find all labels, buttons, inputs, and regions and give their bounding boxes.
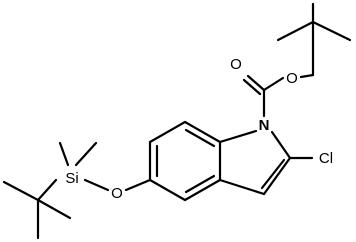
bond (218, 129, 258, 144)
bond (276, 20, 315, 42)
bond (246, 74, 266, 92)
atom-label-layer: O O N Cl O Si (65, 56, 333, 202)
bond (218, 178, 266, 196)
bond (83, 178, 110, 192)
bond (2, 180, 40, 202)
atom-label-nitrogen: N (259, 117, 270, 134)
bond (58, 141, 70, 167)
bond (262, 156, 292, 196)
bond (311, 20, 352, 42)
bond (124, 178, 152, 192)
atom-label-oxygen-silyl-ether: O (111, 185, 123, 202)
atom-label-silicon: Si (65, 170, 78, 187)
bond (184, 174, 216, 194)
bond (36, 198, 72, 220)
bond (270, 130, 292, 160)
bond (74, 141, 98, 167)
bond (183, 178, 222, 202)
atom-label-oxygen-carbonyl: O (230, 56, 242, 73)
bond (184, 128, 216, 148)
bond (262, 76, 285, 92)
bond (148, 178, 187, 202)
atom-label-oxygen-ester: O (286, 70, 298, 87)
atom-label-chlorine: Cl (319, 150, 333, 167)
bond (183, 120, 222, 144)
bond (260, 158, 286, 190)
bond (299, 73, 315, 79)
bond-layer (2, 2, 352, 240)
bond (242, 78, 262, 96)
bond (148, 120, 187, 144)
bond (36, 178, 58, 202)
